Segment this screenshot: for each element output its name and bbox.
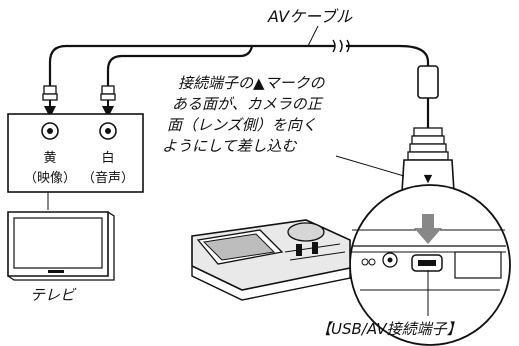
ferrite-core [417,65,439,99]
jack-yellow-label: 黄 [43,151,56,166]
down-arrow-icon [102,106,114,118]
jack-white-label: 白 [101,150,114,166]
instruction-line-1: 接続端子の▲マークの [178,74,326,92]
tv-input-panel [7,113,144,193]
tv-label: テレビ [30,286,77,304]
jack-yellow-sublabel: （映像） [24,171,76,186]
port-label: 【USB/AV接続端子】 [316,320,462,338]
jack-yellow-icon [41,122,59,140]
av-cable-branch [106,45,254,88]
jack-white-sublabel: （音声） [82,170,134,186]
instruction-line-2: ある面が、カメラの正 [172,95,324,113]
down-arrow-icon [44,106,56,118]
av-cable [48,44,430,88]
cable-label-leader [307,25,319,47]
cable-break-mark [332,39,350,53]
plug-mark-icon: ▼ [424,172,433,185]
instruction-line-3: 面（レンズ側）を向く [167,116,317,134]
camera [191,219,351,301]
av-plug [401,127,455,207]
rca-plug-white [100,85,116,106]
instruction-line-4: ようにして差し込む [162,137,298,155]
cable-label: AVケーブル [267,7,353,26]
jack-white-icon [99,122,117,140]
instruction-leader [335,155,405,177]
insertion-arrow-icon [414,214,442,244]
instruction-text: 接続端子の▲マークの ある面が、カメラの正 面（レンズ側）を向く ようにして差し… [162,74,326,155]
television [7,211,115,281]
magnified-view [349,184,511,346]
rca-plug-yellow [42,85,58,106]
